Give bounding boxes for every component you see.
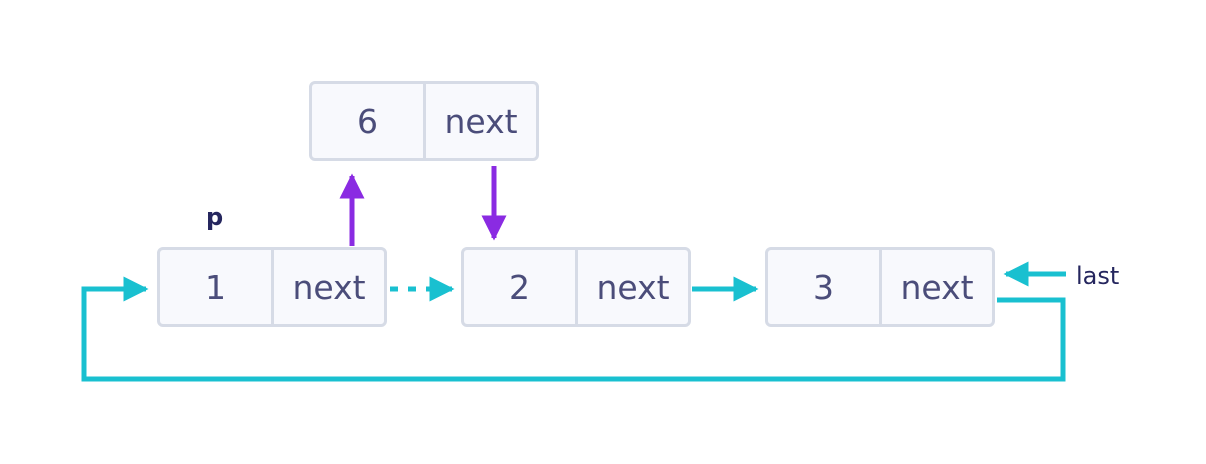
node-value: 1 bbox=[160, 250, 274, 324]
node-next-pointer: next bbox=[900, 267, 974, 307]
node-next-pointer: next bbox=[444, 101, 518, 141]
node-3: 3 next bbox=[765, 247, 995, 327]
node-value: 2 bbox=[464, 250, 578, 324]
node-6: 6 next bbox=[309, 81, 539, 161]
node-value: 3 bbox=[768, 250, 882, 324]
node-2: 2 next bbox=[461, 247, 691, 327]
node-next-pointer: next bbox=[596, 267, 670, 307]
pointer-label-p: p bbox=[206, 203, 224, 231]
loop-back-arrow-n3-to-n1 bbox=[81, 276, 1066, 382]
node-1: 1 next bbox=[157, 247, 387, 327]
node-next-pointer: next bbox=[292, 267, 366, 307]
node-value: 6 bbox=[312, 84, 426, 158]
pointer-label-last: last bbox=[1076, 262, 1120, 290]
